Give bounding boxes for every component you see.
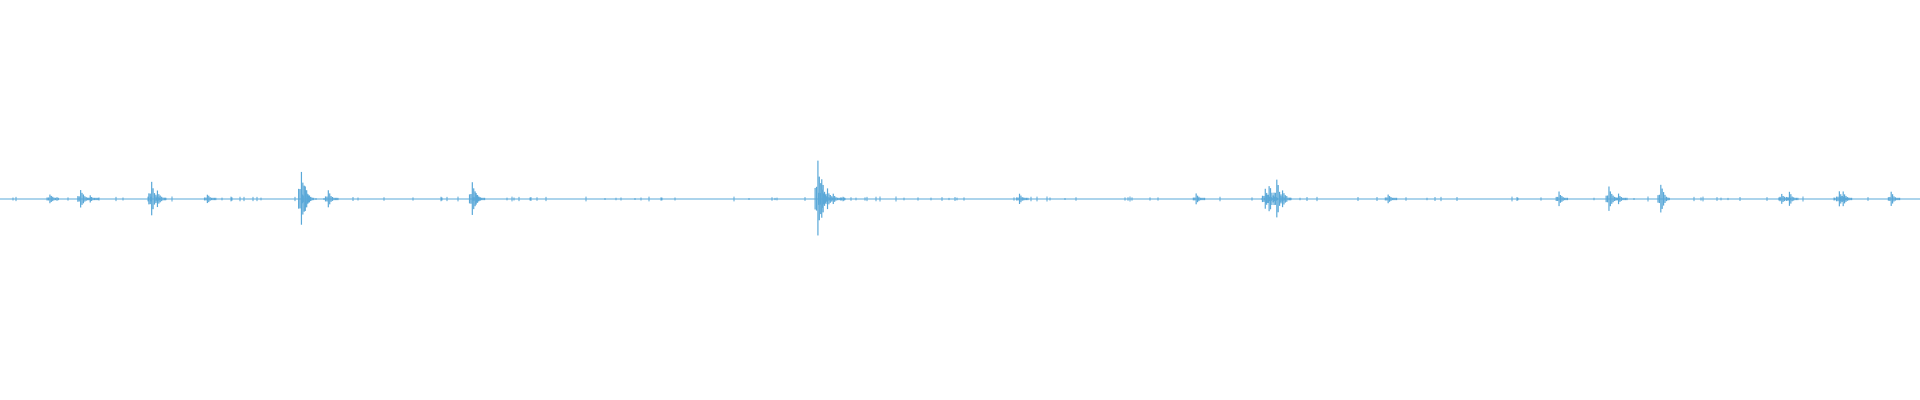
waveform-peak [1657, 184, 1670, 213]
waveform-peak [46, 194, 59, 204]
waveform-peak [1384, 194, 1398, 204]
waveform-peaks [12, 160, 1901, 236]
waveform-peak [86, 195, 100, 203]
waveform-peak [203, 194, 217, 204]
waveform-peak [472, 193, 486, 205]
waveform-peak [1016, 193, 1029, 205]
waveform-peak [1786, 191, 1799, 206]
waveform-peak [1778, 193, 1791, 204]
waveform-peak [1192, 193, 1206, 205]
waveform-peak [1615, 193, 1628, 205]
waveform-peak [1265, 186, 1279, 212]
waveform-peak [154, 190, 167, 208]
waveform-peak [1555, 191, 1569, 207]
waveform-peak [1887, 191, 1901, 206]
waveform-peak [324, 190, 338, 208]
waveform-peak [1839, 191, 1853, 207]
waveform-peak [829, 193, 843, 205]
waveform-peak [301, 186, 315, 211]
waveform-peak [1279, 190, 1292, 208]
